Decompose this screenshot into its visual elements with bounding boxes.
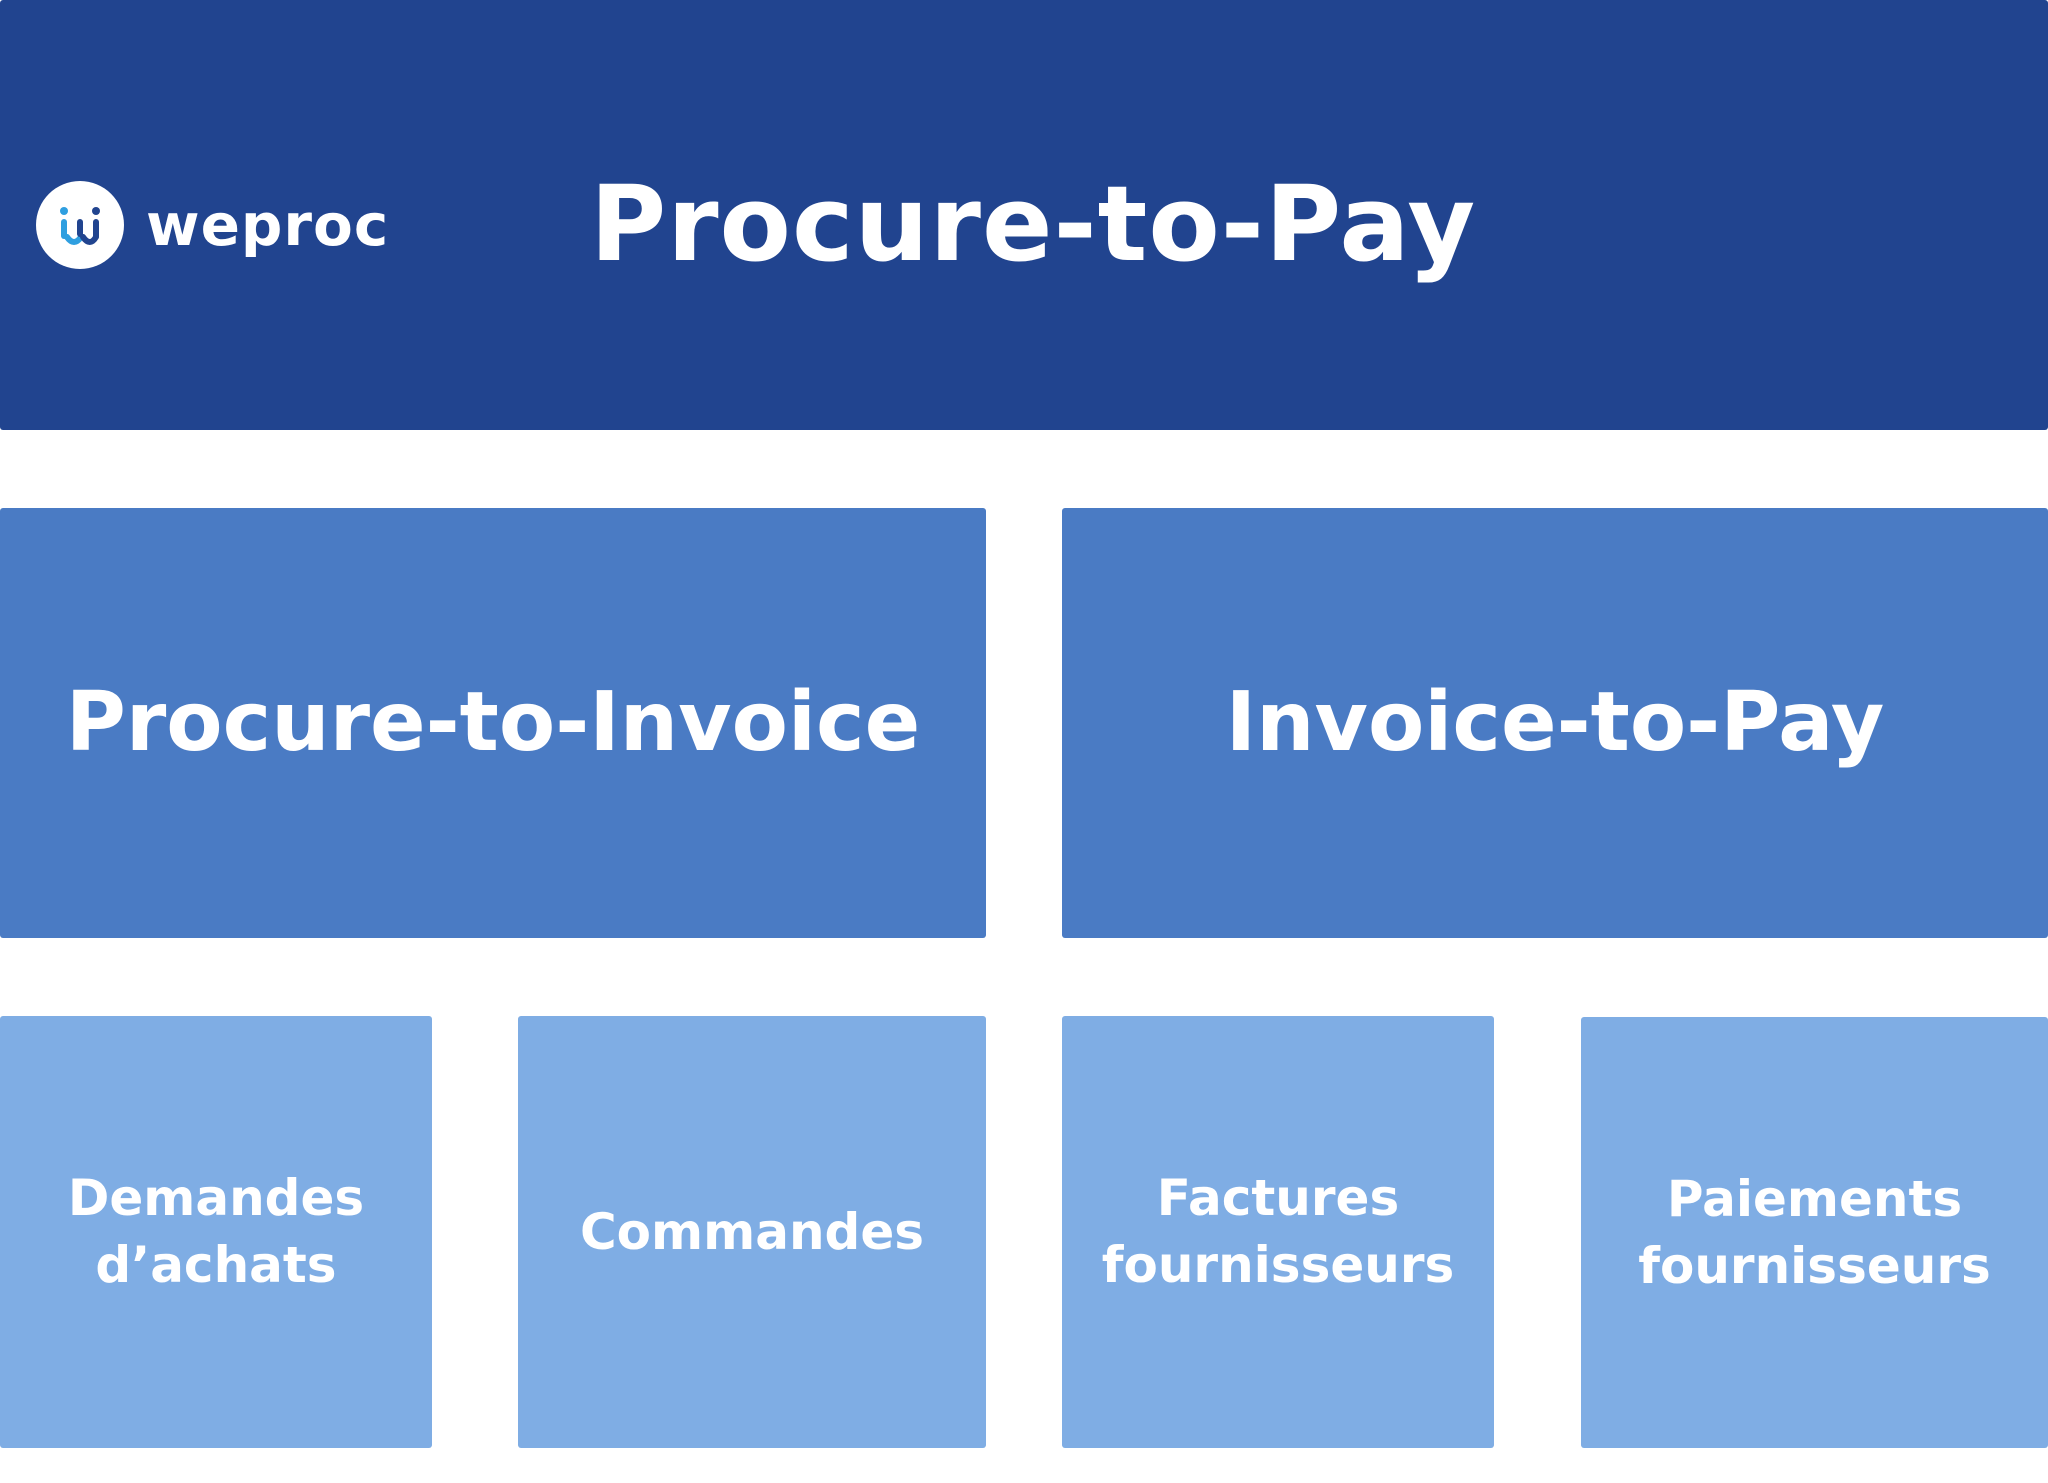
procure-to-invoice-box: Procure-to-Invoice [0, 508, 986, 938]
demandes-achats-box: Demandes d’achats [0, 1016, 432, 1448]
procure-to-pay-box: weproc Procure-to-Pay [0, 0, 2048, 430]
demandes-achats-label: Demandes d’achats [67, 1169, 365, 1294]
commandes-box: Commandes [518, 1016, 986, 1448]
invoice-to-pay-box: Invoice-to-Pay [1062, 508, 2048, 938]
weproc-logo-mark [60, 207, 100, 245]
paiements-fournisseurs-label: Paiements fournisseurs [1638, 1169, 1991, 1295]
commandes-label: Commandes [579, 1202, 925, 1261]
factures-fournisseurs-box: Factures fournisseurs [1062, 1016, 1494, 1448]
weproc-logo-icon [36, 181, 124, 269]
procure-to-invoice-label: Procure-to-Invoice [65, 675, 921, 770]
paiements-fournisseurs-box: Paiements fournisseurs [1581, 1017, 2048, 1448]
weproc-wordmark: weproc [146, 191, 390, 259]
weproc-logo: weproc [36, 181, 389, 269]
invoice-to-pay-label: Invoice-to-Pay [1225, 675, 1885, 770]
factures-fournisseurs-label: Factures fournisseurs [1101, 1169, 1455, 1294]
page-title: Procure-to-Pay [590, 163, 1477, 285]
